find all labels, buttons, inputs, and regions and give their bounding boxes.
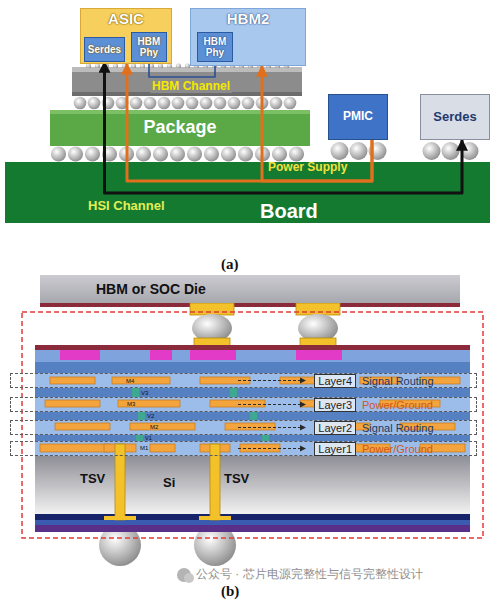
part-label: TSV [80,472,105,486]
vias [132,388,269,441]
layer-band: Layer2 Signal Routing [10,420,477,435]
metal-layer [35,420,470,435]
layer-tag: M2 [150,424,158,431]
node-text: Signal Routing [362,422,470,434]
connector [105,62,463,193]
metal-layer [35,397,470,412]
layer-tag: M3 [127,401,135,408]
node-text: ASIC [81,11,171,28]
ball-pad [104,516,136,520]
node-text: Serdes [433,110,476,124]
node-text: Signal Routing [362,375,470,387]
memory-box: HBM2HBM Phy [190,8,306,66]
silicon [35,456,470,514]
package-bumps [50,146,305,162]
node-text: Layer4 [314,374,356,388]
die-box: HBM or SOC Die [40,275,460,303]
bottom-layer [35,520,470,525]
serdes-bumps [422,140,479,162]
edge-label: HBM Channel [150,80,232,93]
node-text: Package [143,118,216,138]
layer-band: Layer3 Power/Ground [10,397,477,412]
node-text: Power/Ground [362,443,470,455]
die-pad [296,303,340,315]
serdes-box: Serdes [420,94,490,140]
figure-label: (b) [221,583,239,600]
node-text: HBM Phy [198,36,232,58]
layer-tag: M1 [140,445,148,452]
layer-tag: V3 [141,390,148,397]
node-text: PMIC [343,110,373,123]
package-band: Package [50,110,310,146]
die-underside [40,303,460,307]
node-text: Layer2 [314,421,356,435]
part-label: Si [163,476,175,490]
interposer [72,67,302,96]
layer-band: Layer1 Power/Ground [10,441,477,456]
node-text: Layer1 [314,442,356,456]
interposer-top-line [35,345,470,350]
board-band: Board [5,162,490,223]
bottom-layer [35,525,470,532]
package-fill [50,110,310,146]
edge-label: HSI Channel [88,199,165,213]
watermark: 公众号 · 芯片电源完整性与信号完整性设计 [196,568,423,581]
leader-arrows [238,381,300,449]
node-text: HBM or SOC Die [96,281,206,297]
pmic-bumps [330,140,387,162]
part-label: TSV [224,472,249,486]
node-text: HBM2 [191,11,305,28]
edge-label: Power Supply [268,161,347,174]
region-outline [22,312,483,538]
interposer-pad [300,338,336,346]
phy-block: HBM Phy [131,32,167,62]
pmic-box: PMIC [328,94,388,140]
package-highlight [50,110,310,114]
phy-block: Serdes [84,37,125,62]
phy-block: HBM Phy [197,32,233,62]
metal-layer [35,441,470,456]
node-text: Layer3 [314,398,356,412]
chip-box: ASIC Serdes HBM Phy [80,8,172,64]
figure-label: (a) [221,256,239,273]
node-text: Serdes [88,44,121,55]
layer-tag: V1 [145,435,152,441]
layer-tag: V2 [147,413,154,420]
interposer-pad [194,338,230,346]
layer-band: Layer4 Signal Routing [10,373,477,388]
bottom-layer [35,514,470,520]
watermark-icon [184,573,194,583]
metal-layer [35,373,470,388]
pads [60,350,342,360]
node-text: Power/Ground [362,399,470,411]
node-text: Board [260,200,318,222]
die-pad [190,303,234,315]
ball-pad [199,516,231,520]
node-text: HBM Phy [132,36,166,58]
passivation [35,350,470,362]
layer-tag: M4 [126,378,134,385]
